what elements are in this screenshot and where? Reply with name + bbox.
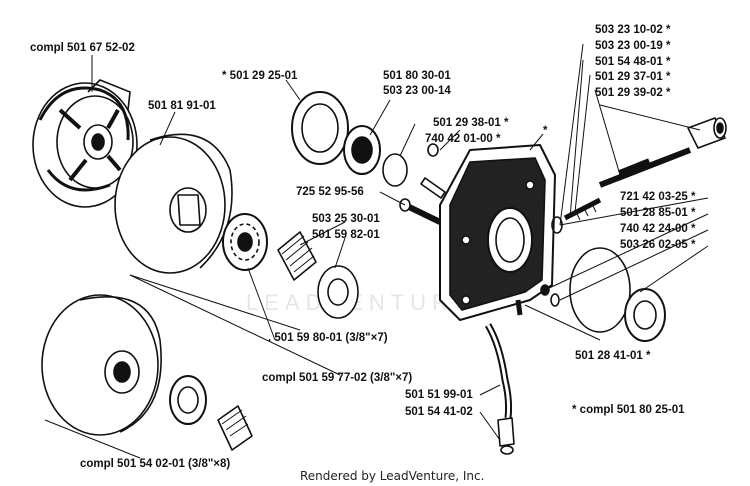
oil-hose — [484, 299, 523, 455]
label-501-59-82-01: 501 59 82-01 — [312, 229, 380, 241]
label-501-54-48-01: 501 54 48-01 * — [595, 56, 671, 68]
circlip — [382, 153, 408, 187]
washer-upper — [317, 265, 359, 319]
label-725-52-95-56: 725 52 95-56 — [296, 186, 364, 198]
bolt — [399, 198, 442, 225]
pump-coupling — [687, 117, 727, 149]
label-compl-501-80-25-01: * compl 501 80 25-01 — [572, 404, 685, 416]
label-501-80-30-01: 501 80 30-01 — [383, 70, 451, 82]
label-740-42-24-00: 740 42 24-00 * — [620, 223, 696, 235]
label-501-29-25-01: * 501 29 25-01 — [222, 70, 298, 82]
label-503-23-10-02: 503 23 10-02 * — [595, 24, 671, 36]
label-501-29-39-02: 501 29 39-02 * — [595, 87, 671, 99]
clutch-drum-lower — [41, 294, 162, 436]
oil-seal — [291, 91, 349, 165]
label-501-28-41-01: 501 28 41-01 * — [575, 350, 651, 362]
label-501-51-99-01: 501 51 99-01 — [405, 389, 473, 401]
label-501-59-80-01: . 501 59 80-01 (3/8"×7) — [268, 332, 388, 344]
oil-pump-housing — [439, 144, 556, 321]
pump-seal — [624, 288, 666, 342]
label-501-28-85-01: 501 28 85-01 * — [620, 207, 696, 219]
label-503-23-00-19: 503 23 00-19 * — [595, 40, 671, 52]
clutch-assembly — [32, 79, 138, 208]
label-compl-501-54-02-01: compl 501 54 02-01 (3/8"×8) — [80, 458, 231, 470]
label-721-42-03-25: 721 42 03-25 * — [620, 191, 696, 203]
label-compl-501-67-52-02: compl 501 67 52-02 — [30, 42, 135, 54]
pump-shaft — [563, 147, 692, 221]
label-740-42-01-00: 740 42 01-00 * — [425, 133, 501, 145]
small-o-ring — [427, 143, 439, 157]
label-503-26-02-05: 503 26 02-05 * — [620, 239, 696, 251]
label-501-29-38-01: 501 29 38-01 * — [433, 117, 509, 129]
needle-bearing-lower — [217, 405, 253, 451]
screw — [420, 177, 446, 199]
label-501-29-37-01: 501 29 37-01 * — [595, 71, 671, 83]
ball-bearing — [343, 125, 381, 175]
label-501-81-91-01: 501 81 91-01 — [148, 100, 216, 112]
clutch-drum-upper — [114, 133, 233, 274]
leader-lines — [44, 43, 709, 459]
label-compl-501-59-77-02: compl 501 59 77-02 (3/8"×7) — [262, 372, 413, 384]
label-503-25-30-01: 503 25 30-01 — [312, 213, 380, 225]
footer-credit: Rendered by LeadVenture, Inc. — [300, 469, 485, 483]
label-asterisk: * — [543, 125, 548, 137]
large-o-ring — [569, 247, 631, 333]
needle-bearing-upper — [277, 231, 317, 281]
spur-sprocket — [169, 375, 207, 425]
label-501-54-41-02: 501 54 41-02 — [405, 406, 473, 418]
label-503-23-00-14: 503 23 00-14 — [383, 85, 451, 97]
small-ring — [550, 293, 560, 307]
rim-sprocket — [222, 213, 268, 271]
